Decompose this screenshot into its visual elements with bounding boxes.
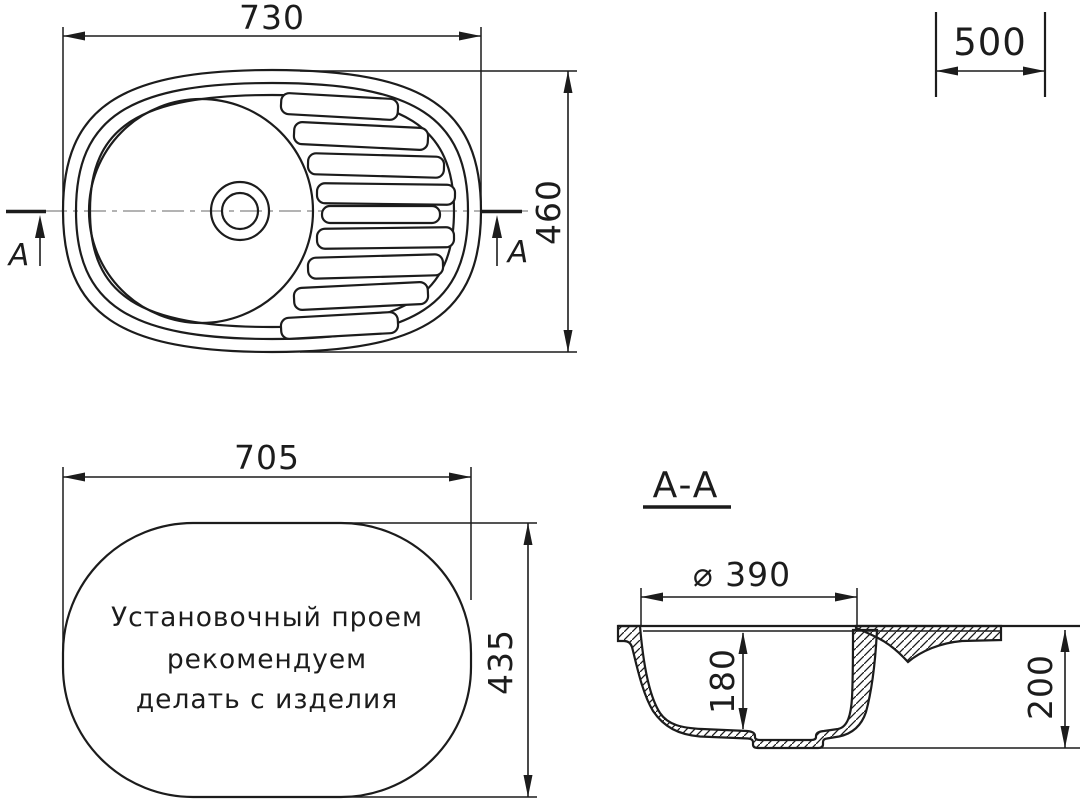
dim-label-500: 500 — [953, 21, 1027, 64]
arrowhead-left — [63, 472, 85, 482]
section-label: A — [7, 238, 30, 273]
dim-label-180: 180 — [703, 648, 742, 714]
arrowhead-bottom — [563, 330, 573, 352]
rib — [292, 121, 430, 151]
sink-outline-inner — [88, 93, 456, 329]
dim-730: 730 — [62, 0, 482, 203]
sink-outline-outer — [61, 68, 483, 354]
dim-label-diameter: ⌀ 390 — [693, 555, 791, 594]
dim-705: 705 — [62, 438, 472, 650]
cutout-outline — [61, 521, 473, 799]
rib — [315, 182, 457, 206]
section-label: A — [506, 235, 529, 270]
arrowhead-top — [1060, 630, 1070, 652]
rib — [320, 204, 442, 225]
arrowhead-bottom — [523, 775, 533, 797]
section-view: A-A ⌀ 390 180 — [616, 465, 1080, 750]
arrowhead-bottom — [738, 708, 748, 730]
sink-outline-rim — [74, 81, 470, 341]
dim-390: ⌀ 390 — [640, 555, 858, 625]
section-marker-left: A — [6, 209, 46, 273]
cutout-note-line2: рекомендуем — [167, 644, 367, 675]
cutout-note-line1: Установочный проем — [111, 602, 423, 633]
section-arrow-head — [35, 215, 45, 238]
cutout-note-line3: делать с изделия — [136, 684, 398, 715]
arrowhead-right — [449, 472, 471, 482]
rib — [315, 226, 456, 250]
arrowhead-right — [459, 31, 481, 41]
dim-label-200: 200 — [1021, 654, 1060, 720]
rib — [279, 92, 400, 121]
rib — [306, 152, 446, 179]
dim-435: 435 — [330, 522, 537, 798]
rib — [292, 281, 430, 311]
drainboard-ribs — [279, 92, 457, 340]
arrowhead-left — [63, 31, 85, 41]
arrowhead-top — [563, 71, 573, 93]
dim-200: 200 — [1021, 630, 1070, 748]
rib — [279, 311, 400, 340]
dim-180: 180 — [703, 632, 748, 730]
arrowhead-top — [523, 523, 533, 545]
arrowhead-left — [641, 592, 663, 602]
arrowhead-left — [936, 66, 958, 76]
bowl-circle — [87, 97, 315, 325]
top-view: 730 460 A A — [6, 0, 577, 354]
arrowhead-right — [1023, 66, 1045, 76]
cabinet-width-dim: 500 — [934, 12, 1047, 97]
dim-label-705: 705 — [234, 438, 300, 477]
drain-inner-circle — [220, 191, 260, 231]
dim-label-460: 460 — [529, 179, 568, 245]
drain-outer-circle — [209, 180, 271, 242]
dim-label-435: 435 — [481, 629, 520, 695]
dim-label-730: 730 — [239, 0, 305, 37]
section-title: A-A — [653, 465, 720, 506]
arrowhead-top — [738, 632, 748, 654]
arrowhead-bottom — [1060, 726, 1070, 748]
cutout-view: Установочный проем рекомендуем делать с … — [61, 438, 537, 799]
section-marker-right: A — [482, 209, 529, 270]
arrowhead-right — [835, 592, 857, 602]
rib — [306, 253, 445, 280]
section-arrow-head — [492, 215, 502, 238]
dim-460: 460 — [300, 70, 577, 353]
bowl-wall-section — [616, 624, 879, 750]
